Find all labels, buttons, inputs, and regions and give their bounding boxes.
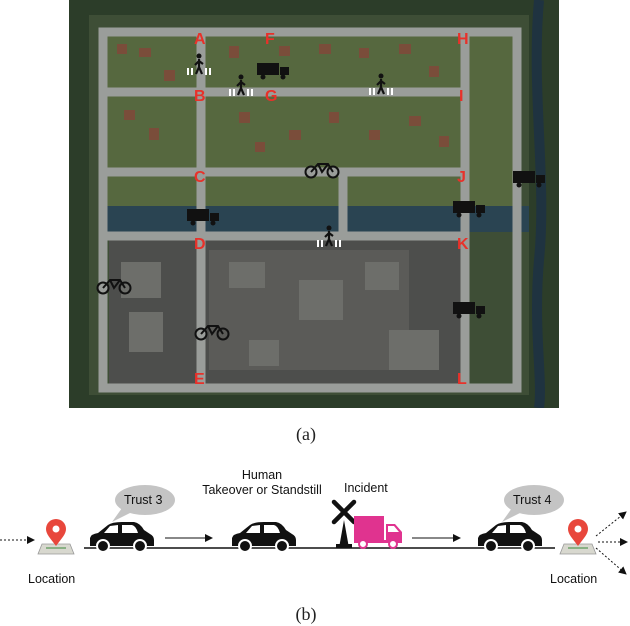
bicycle-icon	[194, 325, 230, 341]
fan-out-arrows	[595, 511, 628, 575]
pedestrian-crossing-icon	[229, 74, 253, 96]
speech-bubble	[502, 485, 564, 522]
car-icon	[478, 522, 542, 553]
map-label-e: E	[194, 371, 205, 388]
truck-icon	[187, 209, 219, 226]
map-label-a: A	[194, 31, 206, 48]
map-pin-icon	[559, 519, 597, 555]
residential-area	[99, 28, 519, 208]
truck-icon	[453, 302, 485, 319]
map-label-c: C	[194, 169, 206, 186]
map-label-i: I	[459, 88, 463, 105]
caption-b: (b)	[295, 604, 317, 624]
pedestrian-crossing-icon	[187, 53, 211, 75]
road-perimeter	[98, 27, 522, 393]
truck-icon	[257, 63, 289, 80]
speech-bubble	[112, 485, 175, 522]
map-label-f: F	[265, 31, 275, 48]
pedestrian-crossing-icon	[317, 225, 341, 247]
bicycle-icon	[96, 279, 132, 295]
bicycle-icon	[304, 163, 340, 179]
truck-icon	[453, 201, 485, 218]
incident-barrier-icon	[331, 499, 357, 548]
map-label-b: B	[194, 88, 206, 105]
truck-icon	[513, 171, 545, 188]
simulation-map: A B C D E F G H I J K L	[69, 0, 559, 408]
human-label: Human	[241, 468, 283, 482]
car-icon	[90, 522, 154, 553]
map-label-d: D	[194, 236, 206, 253]
river-east	[531, 0, 547, 408]
end-location-label: Location	[550, 572, 598, 586]
flow-canvas	[0, 485, 628, 575]
map-canvas: A B C D E F G H I J K L	[69, 0, 559, 408]
start-location-label: Location	[28, 572, 76, 586]
houses	[117, 44, 449, 152]
map-pin-icon	[37, 519, 75, 555]
map-label-g: G	[265, 88, 277, 105]
car-icon	[232, 522, 296, 553]
pedestrian-crossing-icon	[369, 73, 393, 95]
truck-icon	[354, 516, 402, 549]
takeover-label: Takeover or Standstill	[202, 483, 322, 497]
caption-a: (a)	[296, 424, 316, 444]
trust-flow-diagram: Trust 3 Trust 4 Human Takeover or Stands…	[0, 450, 630, 626]
trust-before-label: Trust 3	[124, 493, 163, 507]
map-label-j: J	[457, 169, 466, 186]
map-label-k: K	[457, 236, 469, 253]
map-label-l: L	[457, 371, 467, 388]
map-label-h: H	[457, 31, 469, 48]
incident-label: Incident	[344, 481, 388, 495]
trust-after-label: Trust 4	[513, 493, 552, 507]
